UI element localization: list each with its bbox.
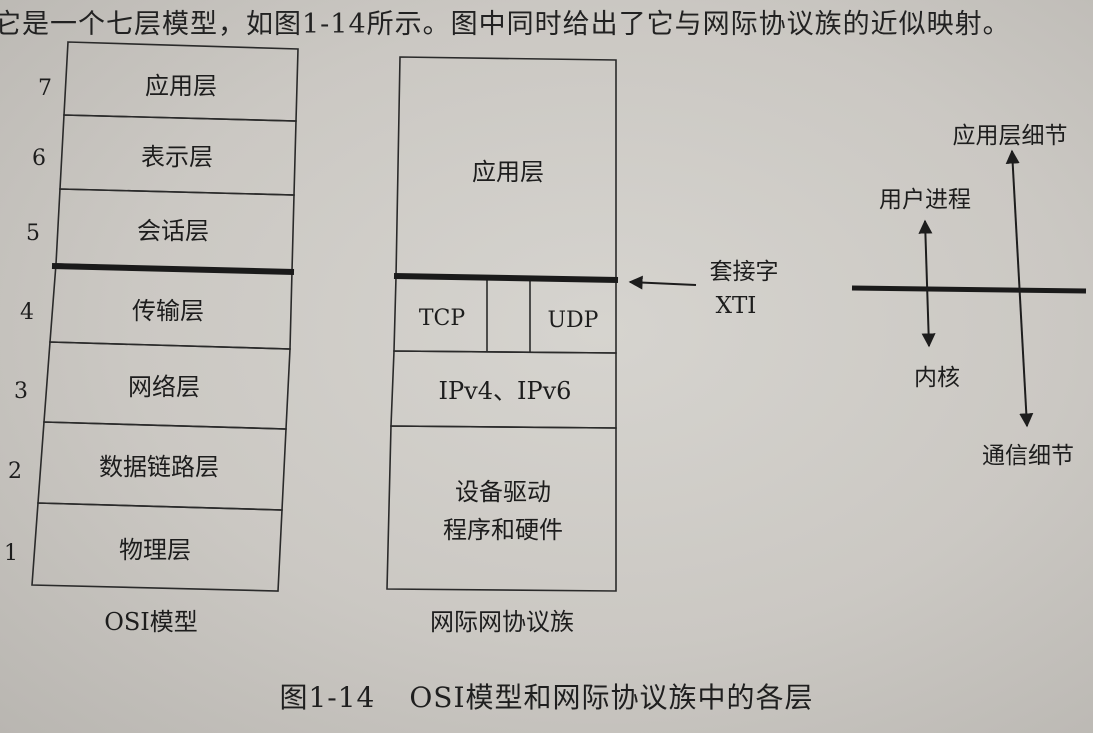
osi-layer-num-6: 6 — [32, 146, 46, 171]
osi-layer-name-5: 会话层 — [137, 217, 209, 245]
inet-ip-label: IPv4、IPv6 — [439, 377, 572, 405]
osi-layer-name-2: 数据链路层 — [99, 453, 219, 481]
osi-layer-name-7: 应用层 — [145, 72, 217, 100]
osi-layer-num-1: 1 — [4, 541, 18, 566]
figure-caption-text: OSI模型和网际协议族中的各层 — [409, 681, 814, 714]
osi-layer-name-1: 物理层 — [119, 536, 191, 564]
osi-layer-num-7: 7 — [38, 76, 52, 101]
osi-layer-num-4: 4 — [20, 300, 34, 325]
app-detail-label: 应用层细节 — [953, 123, 1068, 149]
inet-application-label: 应用层 — [472, 158, 544, 186]
up-down-arrow-left — [918, 219, 936, 348]
osi-layer-1-box — [31, 502, 283, 592]
osi-layer-num-3: 3 — [14, 379, 28, 404]
osi-layer-name-6: 表示层 — [141, 143, 213, 171]
osi-layer-name-3: 网络层 — [128, 373, 200, 401]
up-down-arrow-right — [1005, 149, 1034, 428]
inet-boundary-line — [393, 273, 619, 283]
inet-udp-label: UDP — [548, 308, 599, 333]
inet-title: 网际网协议族 — [430, 608, 574, 636]
socket-label: 套接字 — [710, 259, 779, 285]
user-kernel-divider — [851, 285, 1087, 294]
figure-caption: 图1-14 OSI模型和网际协议族中的各层 — [0, 676, 1093, 716]
kernel-label: 内核 — [914, 365, 960, 391]
xti-label: XTI — [716, 293, 757, 319]
figure-number: 图1-14 — [279, 681, 376, 714]
osi-layer-num-5: 5 — [26, 221, 40, 246]
osi-layer-name-4: 传输层 — [132, 297, 204, 325]
osi-boundary-line — [51, 263, 295, 275]
inet-device-box — [386, 425, 617, 592]
body-text-line: 它是一个七层模型，如图1-14所示。图中同时给出了它与网际协议族的近似映射。 — [0, 9, 1011, 40]
osi-title: OSI模型 — [104, 608, 198, 636]
osi-layer-num-2: 2 — [8, 459, 22, 484]
inet-tcp-label: TCP — [419, 306, 466, 331]
user-process-label: 用户进程 — [879, 187, 971, 213]
inet-device-label-1: 设备驱动 — [455, 478, 551, 506]
comm-detail-label: 通信细节 — [982, 443, 1074, 469]
socket-arrow — [628, 275, 697, 290]
inet-device-label-2: 程序和硬件 — [443, 516, 563, 544]
